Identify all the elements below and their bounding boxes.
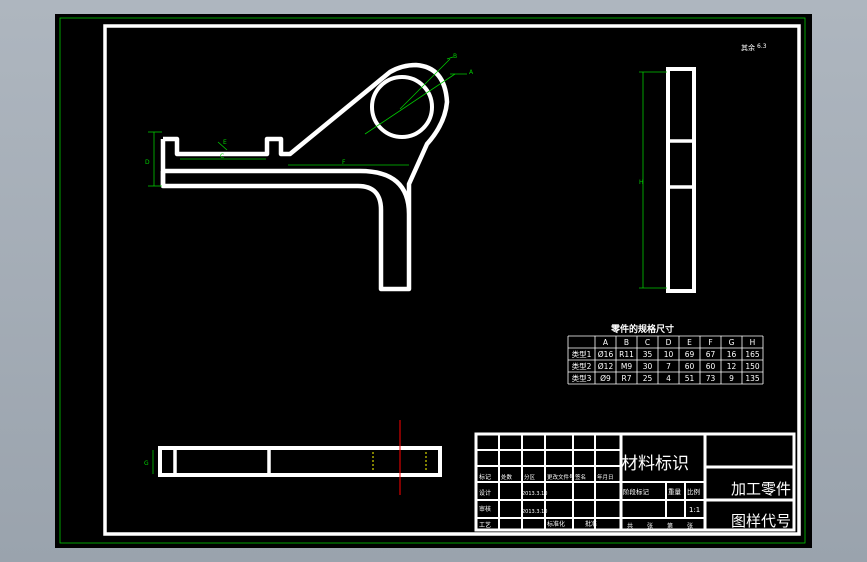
spec-cell: 类型2 xyxy=(572,361,592,371)
dim-label-e: E xyxy=(223,139,227,146)
spec-table-title: 零件的规格尺寸 xyxy=(610,323,674,335)
sheet-total-label: 共 xyxy=(627,522,633,530)
stage-label: 阶段标记 xyxy=(623,487,650,496)
spec-cell: 60 xyxy=(706,362,716,371)
spec-cell: 12 xyxy=(727,362,737,371)
spec-cell: 10 xyxy=(664,350,674,359)
outer-frame xyxy=(59,17,806,544)
tb-row-label: 工艺 xyxy=(479,521,491,529)
spec-cell: Ø9 xyxy=(600,374,611,383)
tb-col-label: 签名 xyxy=(575,473,586,481)
spec-header-cell: D xyxy=(666,338,672,347)
centerline-b xyxy=(399,58,451,110)
spec-cell: 69 xyxy=(685,350,695,359)
scale-label: 比例 xyxy=(687,487,700,496)
dim-label-h: H xyxy=(639,179,644,186)
spec-header-cell: C xyxy=(645,338,650,347)
roughness-value: 6.3 xyxy=(757,43,767,50)
tb-date: 2013.3.10 xyxy=(522,509,547,515)
spec-header-cell: B xyxy=(624,338,629,347)
spec-cell: 30 xyxy=(643,362,653,371)
roughness-note: 其余 xyxy=(741,43,755,52)
title-block: 标记设计审核工艺 处数 分区 更改文件号签名 年月日 2013.3.10 2013.3.10… xyxy=(474,432,796,532)
tb-col-label: 更改文件号 xyxy=(547,473,575,481)
tb-row-label: 标记 xyxy=(479,473,491,481)
dim-label-a: A xyxy=(469,69,474,76)
spec-header-cell: G xyxy=(729,338,735,347)
part-name-label: 加工零件 xyxy=(731,480,791,498)
spec-header-cell: H xyxy=(750,338,756,347)
spec-cell: 135 xyxy=(745,374,760,383)
approve-label: 批准 xyxy=(585,520,597,528)
leader-b xyxy=(446,56,454,60)
sheet-unit-label-2: 张 xyxy=(687,522,693,530)
sheet-unit-label-1: 张 xyxy=(647,522,653,530)
spec-cell: Ø12 xyxy=(598,362,614,371)
bore-circle xyxy=(370,75,434,139)
sheet-no-label: 第 xyxy=(667,522,673,530)
spec-cell: M9 xyxy=(621,362,632,371)
drawing-canvas: 其余 6.3 A B C F D E H G 零件的规格尺寸 A B C D E F G H 类… xyxy=(59,17,806,544)
centerline-a xyxy=(364,73,456,135)
spec-cell: 16 xyxy=(727,350,737,359)
spec-cell: 类型3 xyxy=(572,373,592,383)
spec-cell: 67 xyxy=(706,350,716,359)
tb-col-label: 分区 xyxy=(524,473,536,481)
spec-cell: 35 xyxy=(643,350,653,359)
spec-cell: R7 xyxy=(622,374,632,383)
spec-table: 零件的规格尺寸 A B C D E F G H 类型1 Ø16 R11 35 10 69 67 16 165 类型… xyxy=(567,323,764,385)
spec-cell: 25 xyxy=(643,374,653,383)
spec-cell: 165 xyxy=(745,350,760,359)
tb-col-label: 处数 xyxy=(501,473,513,481)
part-side-view xyxy=(666,67,696,293)
scale-value: 1:1 xyxy=(689,506,700,514)
spec-cell: 7 xyxy=(666,362,671,371)
drawing-code-label: 图样代号 xyxy=(731,512,791,530)
dim-label-g: G xyxy=(144,460,149,467)
tb-row-label: 设计 xyxy=(479,489,491,497)
cad-viewport[interactable]: 其余 6.3 A B C F D E H G 零件的规格尺寸 A B C D E F G H 类… xyxy=(55,14,812,548)
spec-cell: 类型1 xyxy=(572,349,592,359)
tb-row-label: 审核 xyxy=(479,505,491,513)
spec-cell: Ø16 xyxy=(598,350,614,359)
spec-cell: 150 xyxy=(745,362,760,371)
spec-header-cell: E xyxy=(687,338,692,347)
drawing-border xyxy=(103,24,801,536)
dim-line-e xyxy=(217,141,228,151)
spec-cell: R11 xyxy=(619,350,634,359)
spec-header-cell: A xyxy=(603,338,609,347)
dim-label-c: C xyxy=(220,153,224,160)
material-label: 材料标识 xyxy=(621,454,689,474)
dim-label-d: D xyxy=(145,159,150,166)
spec-cell: 60 xyxy=(685,362,695,371)
tb-date: 2013.3.10 xyxy=(522,491,547,497)
part-top-view xyxy=(158,446,442,477)
spec-cell: 9 xyxy=(729,374,734,383)
spec-cell: 73 xyxy=(706,374,716,383)
spec-header-cell: F xyxy=(708,338,712,347)
tb-col-label: 年月日 xyxy=(597,473,614,481)
spec-cell: 51 xyxy=(685,374,695,383)
weight-label: 重量 xyxy=(668,488,682,496)
dim-label-b: B xyxy=(453,53,457,60)
dim-label-f: F xyxy=(342,159,346,166)
part-front-view xyxy=(160,62,450,292)
spec-cell: 4 xyxy=(666,374,671,383)
std-label: 标准化 xyxy=(547,520,565,528)
